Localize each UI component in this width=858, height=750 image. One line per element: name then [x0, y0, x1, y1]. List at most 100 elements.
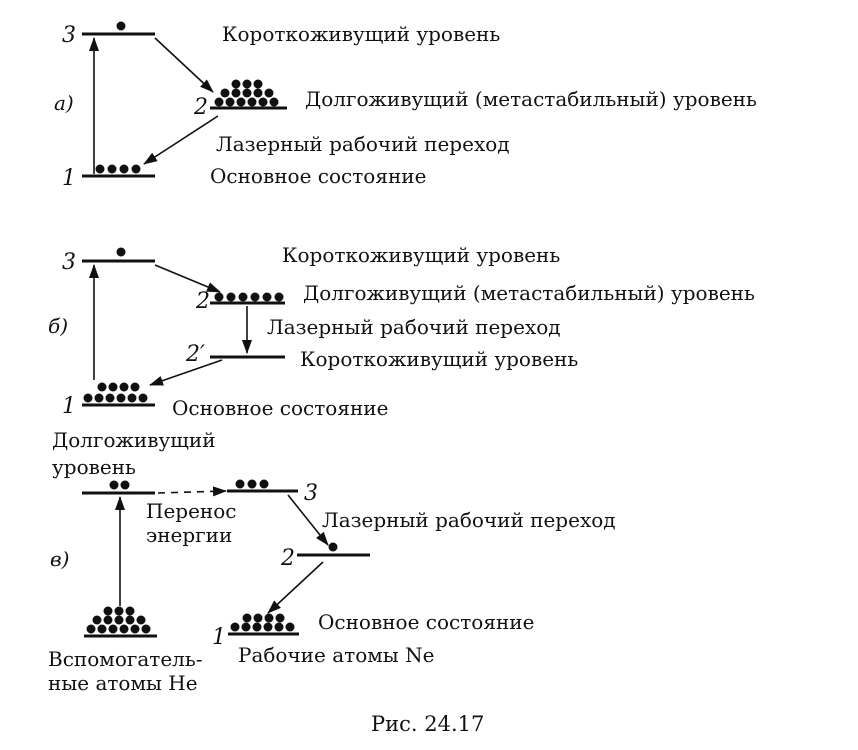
electron-dot: [136, 615, 146, 625]
electron-dot: [247, 479, 257, 489]
panel-b: б) 3 2 2′ 1: [48, 243, 755, 420]
figure-caption: Рис. 24.17: [371, 712, 484, 736]
panel-b-level-2-prime-number: 2′: [185, 342, 205, 367]
panel-a-relaxation-arrow: [154, 37, 214, 93]
electron-dot: [252, 622, 262, 632]
electron-dot: [131, 164, 141, 174]
electron-dot: [119, 624, 129, 634]
panel-b-ground-state-label: Основное состояние: [172, 396, 388, 420]
panel-a: а) 3 2 1: [54, 21, 757, 191]
panel-a-level-1-number: 1: [62, 166, 76, 191]
panel-c-label: в): [50, 547, 69, 571]
panel-c-electrons: [86, 479, 338, 634]
panel-b-decay-arrow: [149, 359, 223, 386]
electron-dot: [97, 624, 107, 634]
panel-a-long-lived-label: Долгоживущий (метастабильный) уровень: [305, 87, 757, 111]
panel-a-short-lived-label: Короткоживущий уровень: [222, 22, 500, 46]
panel-c-energy-transfer-line2: энергии: [146, 523, 232, 547]
electron-dot: [130, 624, 140, 634]
electron-dot: [231, 88, 241, 98]
panel-b-short-lived-label: Короткоживущий уровень: [282, 243, 560, 267]
panel-b-electrons: [83, 247, 284, 403]
panel-a-laser-arrow: [143, 115, 219, 165]
electron-dot: [108, 382, 118, 392]
panel-c-energy-transfer-line1: Перенос: [146, 499, 237, 523]
panel-a-level-2-number: 2: [193, 95, 208, 120]
panel-c-decay-arrow: [267, 561, 324, 614]
electron-dot: [92, 615, 102, 625]
electron-dot: [231, 79, 241, 89]
electron-dot: [105, 393, 115, 403]
electron-dot: [242, 613, 252, 623]
panel-c: в) Долгоживущий уровень 3 2 1: [48, 428, 616, 695]
electron-dot: [241, 622, 251, 632]
panel-b-short-lived-label-2: Короткоживущий уровень: [300, 347, 578, 371]
panel-b-level-2-number: 2: [195, 289, 210, 314]
panel-c-level-1-number: 1: [212, 625, 226, 650]
electron-dot: [253, 79, 263, 89]
electron-dot: [125, 606, 135, 616]
electron-dot: [236, 97, 246, 107]
electron-dot: [107, 164, 117, 174]
panel-c-ground-state-label: Основное состояние: [318, 610, 534, 634]
panel-b-level-1-number: 1: [62, 394, 76, 419]
panel-b-relaxation-arrow: [154, 264, 221, 293]
electron-dot: [114, 615, 124, 625]
panel-b-label: б): [48, 314, 68, 338]
electron-dot: [328, 542, 338, 552]
electron-dot: [116, 393, 126, 403]
panel-b-long-lived-label: Долгоживущий (метастабильный) уровень: [303, 281, 755, 305]
electron-dot: [275, 613, 285, 623]
electron-dot: [235, 479, 245, 489]
electron-dot: [116, 247, 126, 257]
panel-c-energy-transfer-arrow: [157, 486, 227, 497]
electron-dot: [274, 622, 284, 632]
electron-dot: [138, 393, 148, 403]
panel-c-long-lived-label-line2: уровень: [52, 455, 136, 479]
panel-c-long-lived-label-line1: Долгоживущий: [52, 428, 216, 452]
panel-b-laser-transition-label: Лазерный рабочий переход: [267, 315, 561, 339]
electron-dot: [238, 292, 248, 302]
electron-dot: [119, 382, 129, 392]
electron-dot: [119, 164, 129, 174]
electron-dot: [269, 97, 279, 107]
panel-a-level-3-number: 3: [62, 23, 76, 48]
electron-dot: [125, 615, 135, 625]
electron-dot: [103, 615, 113, 625]
electron-dot: [103, 606, 113, 616]
electron-dot: [259, 479, 269, 489]
electron-dot: [230, 622, 240, 632]
panel-c-helium-label-line1: Вспомогатель-: [48, 647, 203, 671]
electron-dot: [253, 88, 263, 98]
electron-dot: [94, 393, 104, 403]
electron-dot: [86, 624, 96, 634]
electron-dot: [220, 88, 230, 98]
panel-c-laser-transition-label: Лазерный рабочий переход: [322, 508, 616, 532]
panel-c-level-2-number: 2: [280, 546, 295, 571]
electron-dot: [258, 97, 268, 107]
panel-a-ground-state-label: Основное состояние: [210, 164, 426, 188]
electron-dot: [274, 292, 284, 302]
electron-dot: [226, 292, 236, 302]
electron-dot: [109, 480, 119, 490]
electron-dot: [83, 393, 93, 403]
electron-dot: [141, 624, 151, 634]
electron-dot: [130, 382, 140, 392]
electron-dot: [97, 382, 107, 392]
electron-dot: [247, 97, 257, 107]
electron-dot: [214, 292, 224, 302]
electron-dot: [263, 622, 273, 632]
electron-dot: [242, 79, 252, 89]
electron-dot: [225, 97, 235, 107]
electron-dot: [264, 613, 274, 623]
panel-c-helium-label-line2: ные атомы He: [48, 671, 198, 695]
panel-b-level-3-number: 3: [62, 250, 76, 275]
electron-dot: [95, 164, 105, 174]
electron-dot: [116, 21, 126, 31]
electron-dot: [120, 480, 130, 490]
panel-a-electrons: [95, 21, 279, 174]
panel-c-neon-label: Рабочие атомы Ne: [238, 643, 434, 667]
electron-dot: [253, 613, 263, 623]
electron-dot: [127, 393, 137, 403]
